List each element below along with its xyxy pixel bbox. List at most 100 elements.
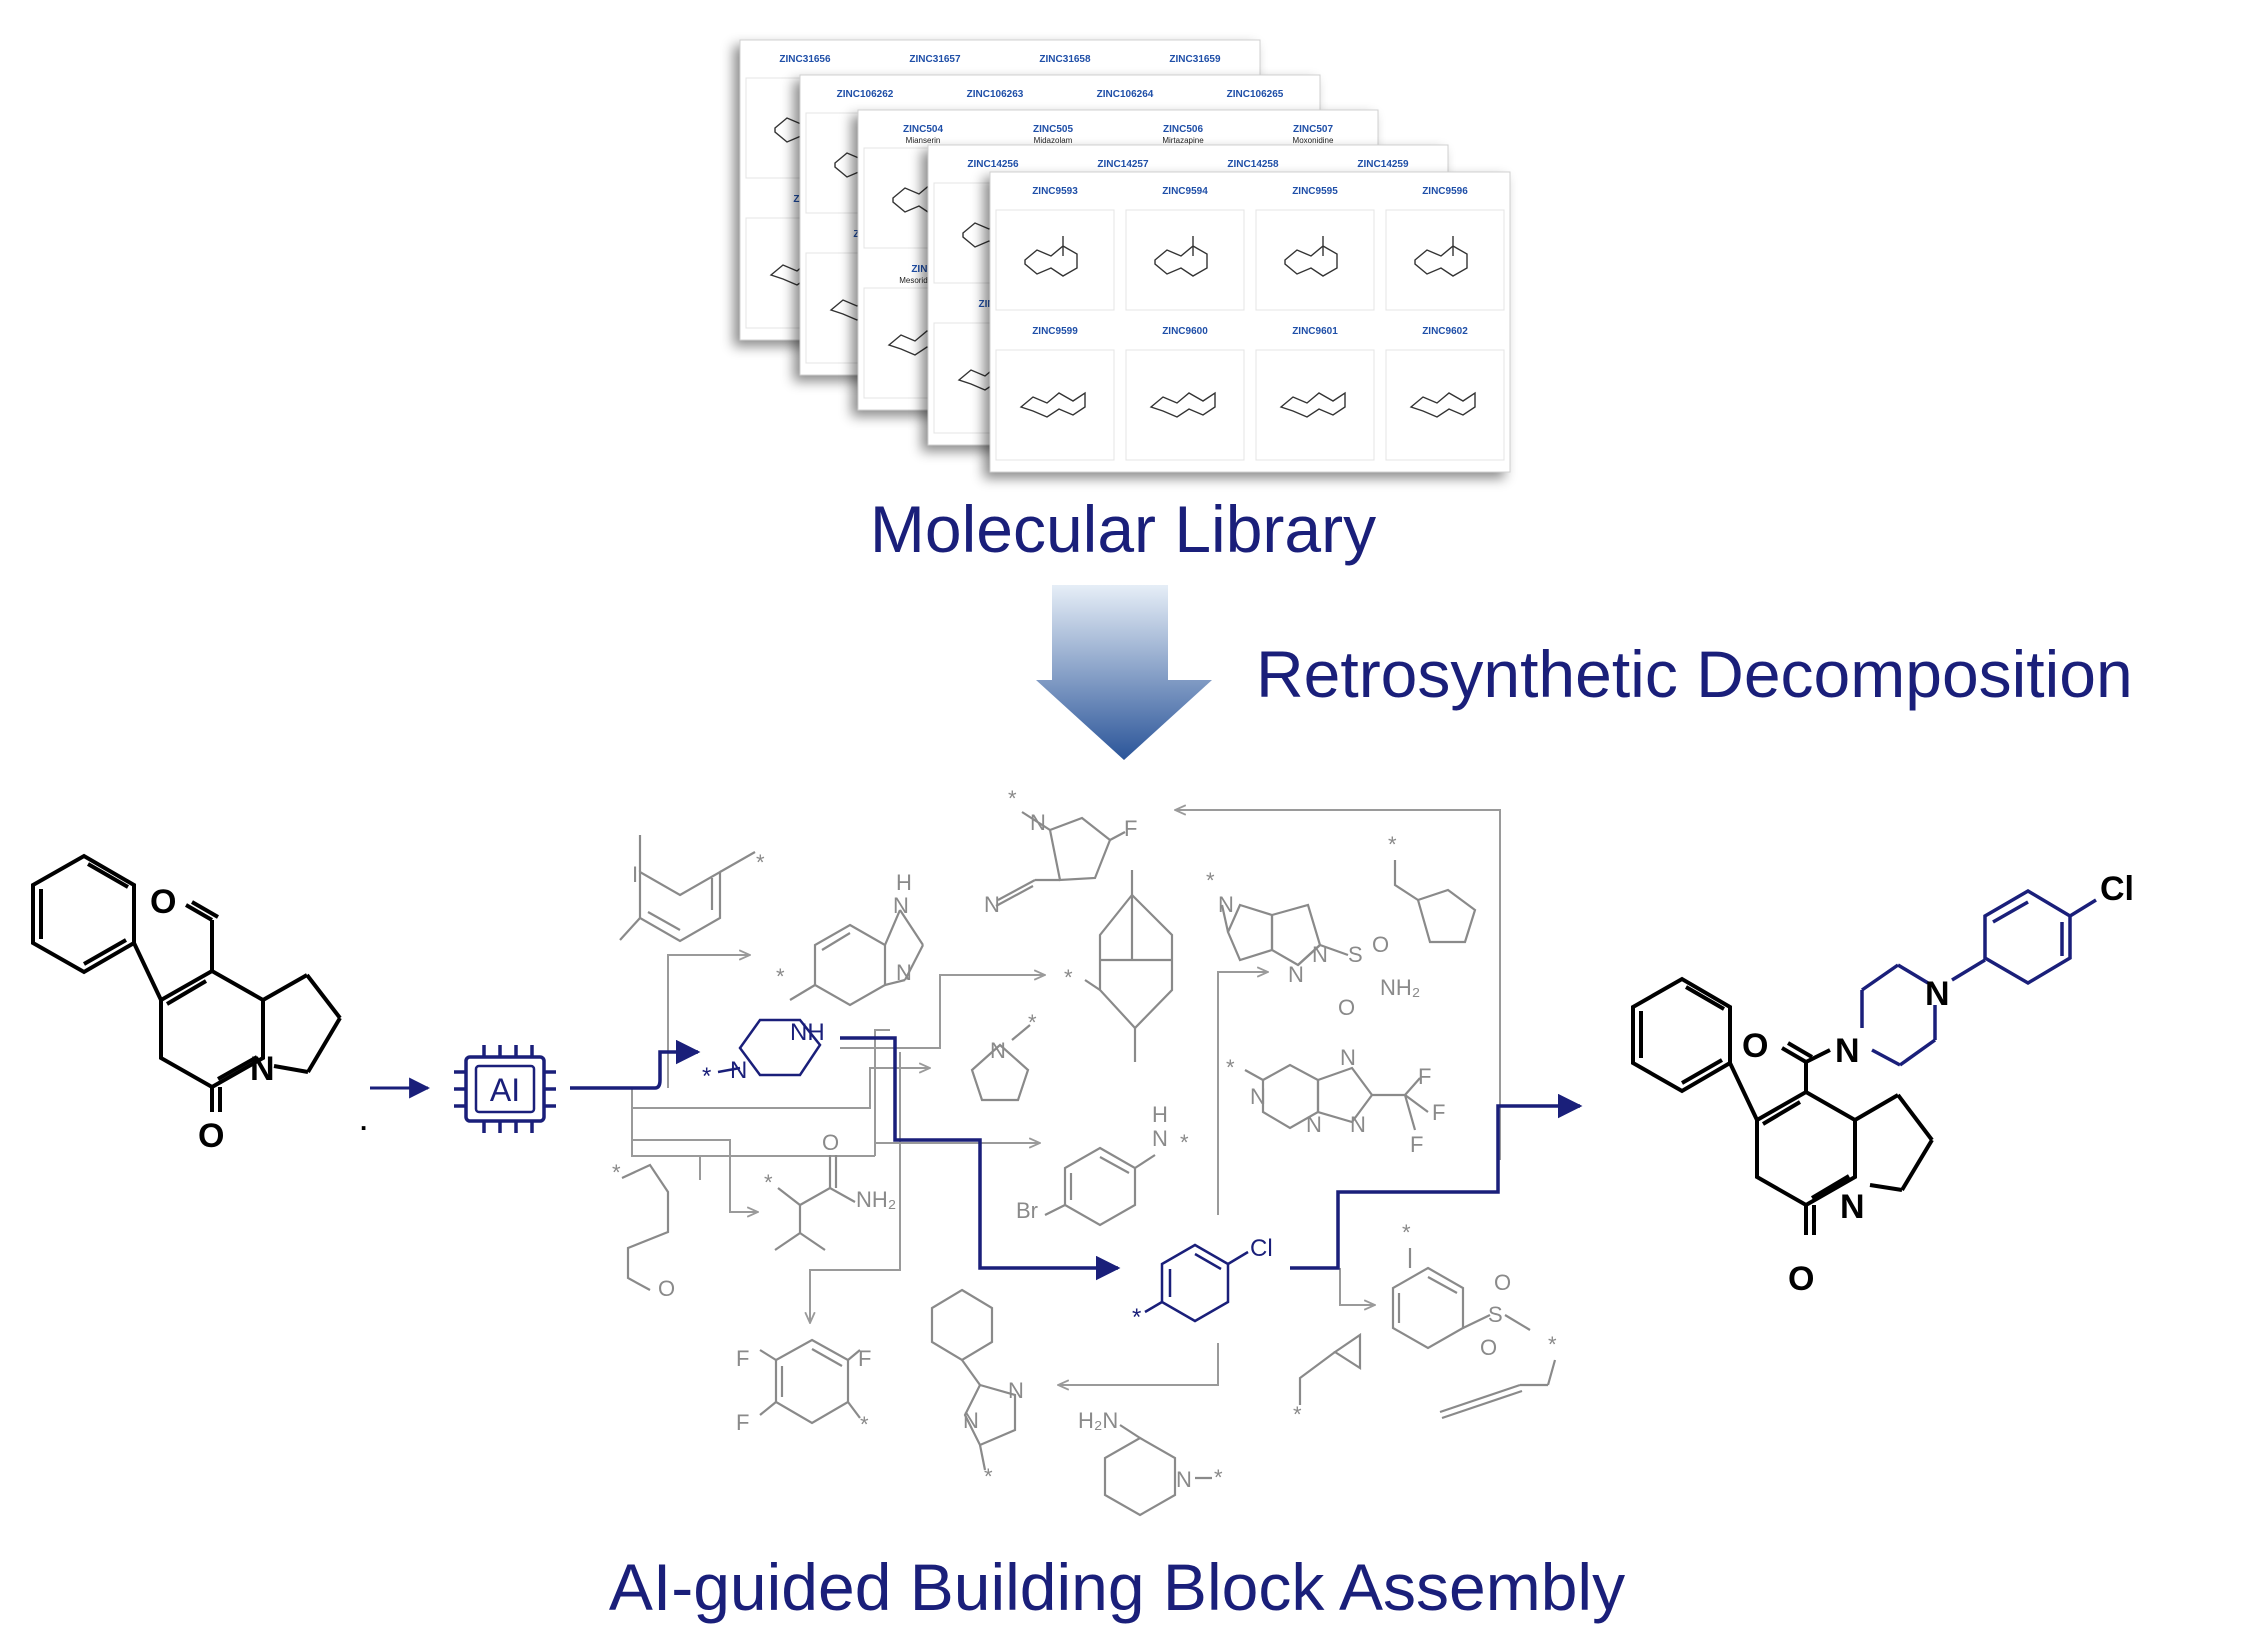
- phenylimid-N1: N: [1008, 1378, 1024, 1403]
- triazolo-star: *: [1226, 1055, 1235, 1080]
- product-atom-O-lactam: O: [1788, 1260, 1814, 1298]
- fragment-pyrrolidine: [970, 1024, 1031, 1102]
- phenylimid-star: *: [984, 1464, 993, 1489]
- library-compound-name: Midazolam: [1034, 136, 1073, 145]
- library-compound-id: ZINC9593: [1032, 186, 1078, 197]
- sulfone-O1: O: [1494, 1270, 1511, 1295]
- aminopip-N: N: [1176, 1467, 1192, 1492]
- pyrrolopyr-star: *: [1206, 868, 1215, 893]
- pyrrolopyr-N3: N: [1312, 942, 1328, 967]
- trifluoro-star: *: [860, 1412, 869, 1437]
- benzimid-N-top: N: [893, 893, 909, 918]
- library-structure-sketch: [1154, 236, 1208, 277]
- fragment-phenylimidazole: [930, 1288, 1017, 1471]
- library-compound-id: ZINC31656: [779, 54, 831, 65]
- sulfone-O2: O: [1480, 1335, 1497, 1360]
- iodo-star: *: [756, 850, 765, 875]
- fragment-cyclopentyl: [1393, 860, 1477, 944]
- pyrrolopyr-NH2: NH₂: [1380, 975, 1420, 1000]
- trifluoro-F1: F: [736, 1346, 749, 1371]
- library-structure-cell: [1385, 209, 1505, 311]
- library-structure-sketch: [1149, 391, 1216, 418]
- library-compound-id: ZINC9601: [1292, 326, 1338, 337]
- sulfone-star: *: [1402, 1220, 1411, 1245]
- library-compound-name: Mesoridazine: [899, 276, 947, 285]
- library-compound-id: ZINC9602: [1422, 326, 1468, 337]
- product-atom-N-ring: N: [1840, 1188, 1865, 1226]
- fragment-iodo: [619, 835, 756, 943]
- fragment-piperazine: [717, 1018, 822, 1077]
- library-structure-sketch: [1409, 391, 1476, 418]
- product-atom-N-amide: N: [1835, 1032, 1860, 1070]
- adamantane-star: *: [1064, 965, 1073, 990]
- amide-star: *: [764, 1170, 773, 1195]
- fluoropyr-F: F: [1124, 816, 1137, 841]
- library-compound-id: ZINC9594: [1162, 186, 1208, 197]
- ai-chip-icon: [454, 1045, 556, 1133]
- bromoanil-Br: Br: [1016, 1198, 1038, 1223]
- fragment-sulfone: [1391, 1248, 1531, 1350]
- library-compound-id: ZINC14256: [967, 159, 1019, 170]
- fragment-butyne: [1439, 1359, 1557, 1420]
- decomposition-arrow: [1036, 585, 1212, 760]
- library-structure-cell: [995, 349, 1115, 461]
- fragment-chlorophenyl: [1144, 1243, 1249, 1323]
- cyclopropyl-star: *: [1293, 1402, 1302, 1427]
- trifluoro-F3: F: [736, 1410, 749, 1435]
- fragment-aminopiperidine: [1103, 1424, 1212, 1517]
- fluoropyr-N-nitrile: N: [984, 892, 1000, 917]
- library-structure-cell: [1255, 209, 1375, 311]
- start-atom-O-aldehyde-label: O: [150, 883, 176, 921]
- aminopip-star: *: [1214, 1465, 1223, 1490]
- pyrrolidine-star: *: [1028, 1010, 1037, 1035]
- amide-NH2: NH₂: [856, 1187, 896, 1212]
- product-piperazine-aryl: [1860, 888, 2097, 1067]
- pentanal-star: *: [612, 1160, 621, 1185]
- gray-pathways: [631, 810, 1501, 1385]
- navy-pathway: [570, 1036, 1583, 1281]
- fragment-triazolopyrazine: [1244, 1063, 1429, 1131]
- piperazine-star: *: [702, 1063, 711, 1090]
- benzimid-star: *: [776, 964, 785, 989]
- fragment-adamantane: [1084, 870, 1174, 1062]
- library-compound-id: ZINC106262: [837, 89, 894, 100]
- decomposition-title: Retrosynthetic Decomposition: [1256, 637, 2133, 711]
- pyrrolopyr-N2: N: [1288, 962, 1304, 987]
- bromoanil-N: N: [1152, 1126, 1168, 1151]
- library-compound-name: Mianserin: [906, 136, 941, 145]
- chlorophenyl-star: *: [1132, 1304, 1141, 1331]
- pyrrolopyr-O2: O: [1338, 995, 1355, 1020]
- piperazine-NH: NH: [790, 1019, 825, 1046]
- fluoropyr-star: *: [1008, 786, 1017, 811]
- pentanal-O: O: [658, 1276, 675, 1301]
- library-compound-name: Mirtazapine: [1162, 136, 1204, 145]
- chlorophenyl-Cl: Cl: [1250, 1235, 1273, 1262]
- library-structure-sketch: [1284, 236, 1338, 277]
- pyrrolopyr-N1: N: [1218, 892, 1234, 917]
- triazolo-N3: N: [1350, 1112, 1366, 1137]
- library-compound-id: ZINC106263: [967, 89, 1024, 100]
- product-atom-Cl: Cl: [2100, 870, 2134, 908]
- library-compound-id: ZINC106264: [1097, 89, 1154, 100]
- library-title: Molecular Library: [870, 492, 1376, 566]
- library-structure-sketch: [1019, 391, 1086, 418]
- library-compound-id: ZINC31657: [909, 54, 961, 65]
- triazolo-F3: F: [1410, 1132, 1423, 1157]
- fragment-cyclopropyl: [1298, 1332, 1362, 1405]
- product-atom-O-amide: O: [1742, 1027, 1768, 1065]
- fragment-amide: [774, 1155, 856, 1251]
- library-compound-id: ZINC106265: [1227, 89, 1284, 100]
- library-compound-id: ZINC9596: [1422, 186, 1468, 197]
- aminopip-H2N: H₂N: [1078, 1408, 1118, 1433]
- library-structure-cell: [1125, 349, 1245, 461]
- library-compound-id: ZINC507: [1293, 124, 1333, 135]
- library-compound-name: Moxonidine: [1293, 136, 1334, 145]
- triazolo-N2: N: [1340, 1045, 1356, 1070]
- pyrrolopyr-S: S: [1348, 942, 1363, 967]
- library-structure-cell: [1255, 349, 1375, 461]
- product-atom-N-aryl: N: [1925, 975, 1950, 1013]
- fluoropyr-N: N: [1030, 810, 1046, 835]
